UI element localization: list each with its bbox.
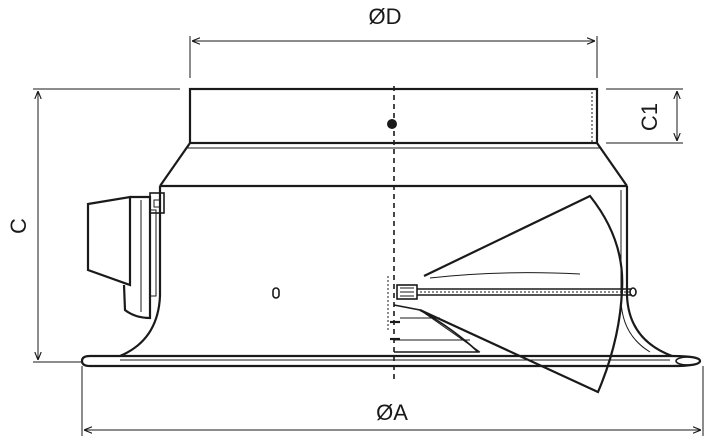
dimension-top-diameter: ØD — [189, 4, 598, 78]
dimension-bottom-diameter: ØA — [81, 366, 704, 436]
damper-blade — [419, 194, 624, 394]
motor-housing — [86, 192, 165, 320]
dimension-total-height: C — [6, 88, 180, 363]
unit-body — [80, 87, 702, 368]
collar-height-label: C1 — [637, 103, 662, 131]
center-bolt — [387, 119, 397, 129]
bottom-diameter-label: ØA — [376, 400, 408, 425]
body-fastener — [272, 287, 280, 299]
shaft — [417, 287, 637, 297]
top-diameter-label: ØD — [369, 4, 402, 29]
total-height-label: C — [6, 218, 31, 234]
dimension-collar-height: C1 — [606, 88, 683, 144]
